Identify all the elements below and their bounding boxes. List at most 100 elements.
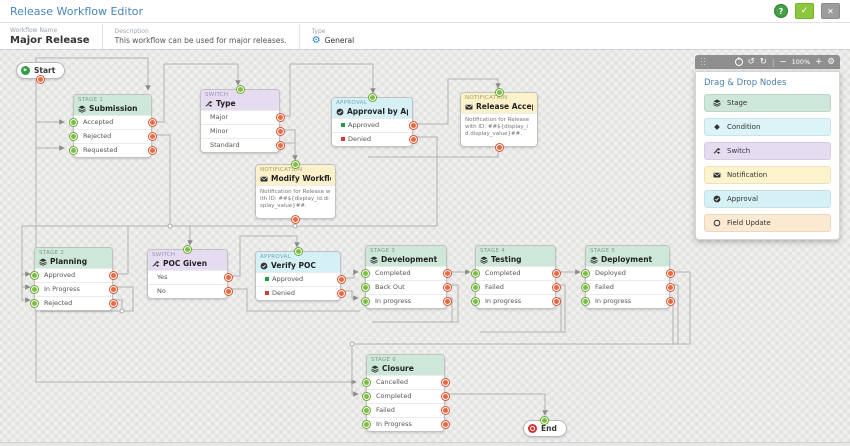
input-port[interactable] <box>495 88 503 96</box>
output-port[interactable] <box>148 147 156 154</box>
output-port[interactable] <box>109 286 117 293</box>
description-field[interactable]: Description This workflow can be used fo… <box>101 24 299 49</box>
node-approval-by-application[interactable]: Approval Approval by Appli... Approved D… <box>331 93 417 147</box>
redo-icon[interactable]: ↻ <box>759 57 767 67</box>
output-port[interactable] <box>441 393 449 400</box>
output-port[interactable] <box>276 128 284 135</box>
output-port[interactable] <box>443 284 451 291</box>
node-row[interactable]: Requested <box>69 143 156 157</box>
node-switch-type[interactable]: Switch Type Major Minor Standard <box>200 85 284 153</box>
output-port[interactable] <box>109 272 117 279</box>
node-end[interactable]: End <box>523 416 567 437</box>
node-row[interactable]: Failed <box>581 280 674 294</box>
node-row[interactable]: Minor <box>201 124 284 138</box>
output-port[interactable] <box>409 122 417 129</box>
input-port[interactable] <box>236 85 244 93</box>
node-row[interactable]: Back Out <box>361 280 451 294</box>
confirm-button[interactable]: ✓ <box>795 3 814 19</box>
node-row[interactable]: Approved <box>332 118 417 132</box>
output-port[interactable] <box>443 298 451 305</box>
close-button[interactable]: ✕ <box>821 3 840 19</box>
input-port[interactable] <box>292 160 299 168</box>
node-start[interactable]: ▶ Start <box>16 62 66 83</box>
toolbar-settings-icon[interactable]: ⚙ <box>827 57 835 67</box>
node-row[interactable]: Failed <box>362 403 449 417</box>
workflow-name-field[interactable]: Workflow Name Major Release <box>10 24 102 49</box>
output-port[interactable] <box>495 143 503 151</box>
node-stage-6-closure[interactable]: Stage 6 Closure Cancelled Completed Fail… <box>362 354 449 432</box>
output-port[interactable] <box>666 270 674 277</box>
node-stage-2-planning[interactable]: Stage 2 Planning Approved In Progress Re… <box>30 247 117 311</box>
undo-icon[interactable]: ↺ <box>747 57 755 67</box>
node-row[interactable]: Completed <box>471 266 560 280</box>
input-port[interactable] <box>30 272 38 279</box>
node-row[interactable]: Standard <box>201 138 284 152</box>
output-port[interactable] <box>666 298 674 305</box>
input-port[interactable] <box>294 247 302 255</box>
input-port[interactable] <box>361 270 369 277</box>
output-port[interactable] <box>552 298 560 305</box>
node-approval-verify-poc[interactable]: Approval Verify POC Approved Denied <box>255 247 345 301</box>
workflow-canvas[interactable]: ▶ Start Stage 1 Submission Accepted Reje… <box>0 50 850 442</box>
output-port[interactable] <box>276 142 284 149</box>
output-port[interactable] <box>337 290 345 297</box>
node-stage-3-development[interactable]: Stage 3 Development Completed Back Out I… <box>361 245 451 309</box>
output-port[interactable] <box>441 421 449 428</box>
node-row[interactable]: Rejected <box>30 296 117 310</box>
palette-item-condition[interactable]: Condition <box>704 118 831 136</box>
zoom-in-button[interactable]: + <box>815 57 823 67</box>
input-port[interactable] <box>368 93 376 101</box>
input-port[interactable] <box>361 284 369 291</box>
input-port[interactable] <box>541 416 549 424</box>
palette-item-field-update[interactable]: Field Update <box>704 214 831 232</box>
palette-item-notification[interactable]: Notification <box>704 166 831 184</box>
output-port[interactable] <box>337 276 345 283</box>
input-port[interactable] <box>471 284 479 291</box>
node-row[interactable]: Rejected <box>69 129 156 143</box>
input-port[interactable] <box>581 284 589 291</box>
output-port[interactable] <box>224 274 232 281</box>
output-port[interactable] <box>148 133 156 140</box>
input-port[interactable] <box>471 270 479 277</box>
help-icon[interactable]: ? <box>774 4 788 18</box>
node-row[interactable]: Denied <box>332 132 417 146</box>
node-notification-modify-workflow[interactable]: Notification Modify Workflow Notificatio… <box>255 160 336 223</box>
node-row[interactable]: Cancelled <box>362 375 449 389</box>
output-port[interactable] <box>666 284 674 291</box>
input-port[interactable] <box>361 298 369 305</box>
node-row[interactable]: Major <box>201 110 284 124</box>
zoom-out-button[interactable]: − <box>779 57 787 67</box>
input-port[interactable] <box>362 379 370 386</box>
node-stage-1-submission[interactable]: Stage 1 Submission Accepted Rejected Req… <box>69 94 156 158</box>
node-row[interactable]: No <box>148 284 232 298</box>
node-row[interactable]: Deployed <box>581 266 674 280</box>
input-port[interactable] <box>184 245 191 253</box>
output-port[interactable] <box>292 215 299 223</box>
output-port[interactable] <box>109 300 117 307</box>
input-port[interactable] <box>581 298 589 305</box>
output-port[interactable] <box>409 136 417 143</box>
node-row[interactable]: Accepted <box>69 115 156 129</box>
node-row[interactable]: Completed <box>362 389 449 403</box>
input-port[interactable] <box>69 119 77 126</box>
input-port[interactable] <box>471 298 479 305</box>
output-port[interactable] <box>37 75 45 83</box>
input-port[interactable] <box>69 133 77 140</box>
canvas-toolbar[interactable]: ↺ ↻ | − 100% + ⚙ <box>695 55 840 69</box>
input-port[interactable] <box>362 421 370 428</box>
node-row[interactable]: In Progress <box>362 417 449 431</box>
node-row[interactable]: Approved <box>256 272 345 286</box>
palette-item-approval[interactable]: Approval <box>704 190 831 208</box>
node-row[interactable]: In Progress <box>30 282 117 296</box>
output-port[interactable] <box>148 119 156 126</box>
node-row[interactable]: Yes <box>148 270 232 284</box>
palette-item-switch[interactable]: Switch <box>704 142 831 160</box>
input-port[interactable] <box>362 407 370 414</box>
output-port[interactable] <box>443 270 451 277</box>
node-stage-5-deployment[interactable]: Stage 5 Deployment Deployed Failed In pr… <box>581 245 674 309</box>
node-row[interactable]: Denied <box>256 286 345 300</box>
drag-handle-icon[interactable] <box>700 57 706 67</box>
input-port[interactable] <box>581 270 589 277</box>
output-port[interactable] <box>552 284 560 291</box>
node-stage-4-testing[interactable]: Stage 4 Testing Completed Failed In prog… <box>471 245 560 309</box>
